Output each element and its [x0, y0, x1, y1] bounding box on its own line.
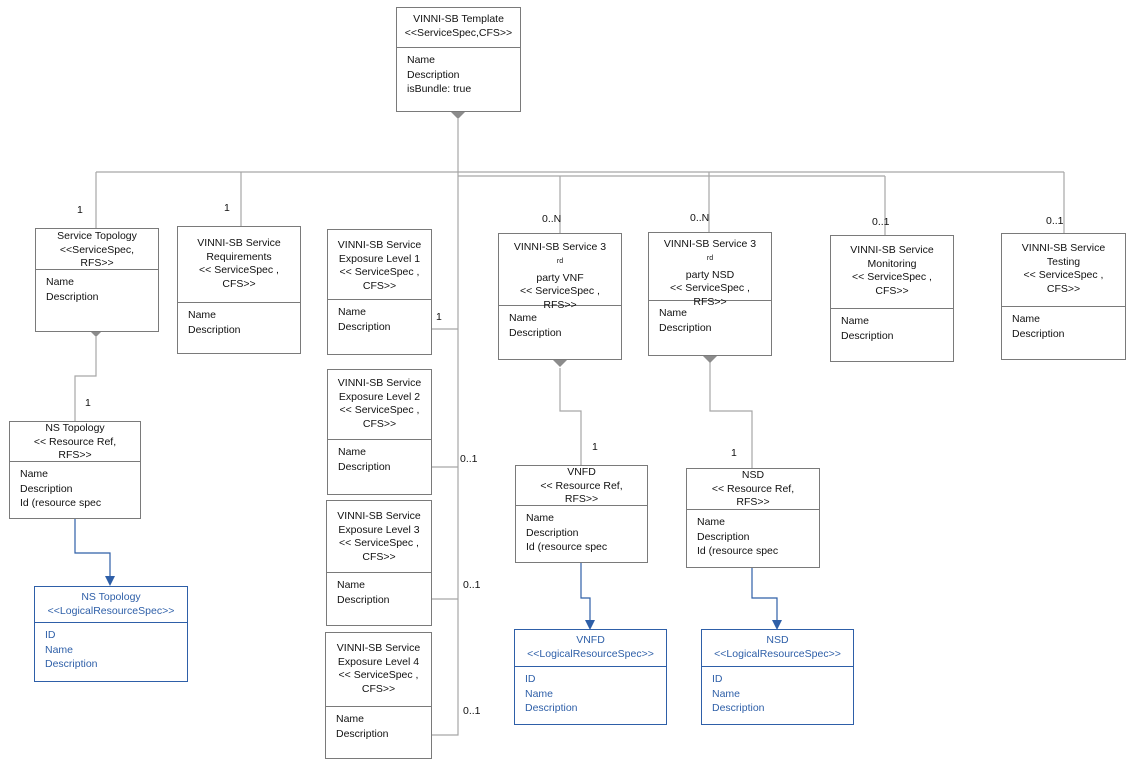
requirements-header: VINNI-SB Service Requirements << Service…: [178, 227, 300, 303]
nsd-logical-attrs: ID Name Description: [712, 673, 765, 714]
exposure-level-3-header: VINNI-SB Service Exposure Level 3 << Ser…: [327, 501, 431, 573]
monitoring-header: VINNI-SB Service Monitoring << ServiceSp…: [831, 236, 953, 309]
realization-ns-topology: [74, 519, 111, 580]
exposure-level-4-header: VINNI-SB Service Exposure Level 4 << Ser…: [326, 633, 431, 707]
link-ns-topology: [74, 337, 97, 421]
nsd-box[interactable]: NSD << Resource Ref, RFS>> Name Descript…: [686, 468, 820, 568]
arrow-head-ns-topology: [105, 576, 115, 586]
nsd-logical-header: NSD <<LogicalResourceSpec>>: [702, 630, 853, 667]
exposure-level-4-box[interactable]: VINNI-SB Service Exposure Level 4 << Ser…: [325, 632, 432, 759]
template-attrs: Name Description isBundle: true: [407, 54, 472, 95]
multiplicity-exposure2: 0..1: [460, 453, 478, 465]
template-header: VINNI-SB Template <<ServiceSpec,CFS>>: [397, 8, 520, 48]
ns-topology-logical-attrs: ID Name Description: [45, 629, 98, 670]
exposure-level-1-attrs: Name Description: [338, 306, 391, 333]
link-nsd: [709, 362, 753, 468]
template-box[interactable]: VINNI-SB Template <<ServiceSpec,CFS>> Na…: [396, 7, 521, 112]
testing-box[interactable]: VINNI-SB Service Testing << ServiceSpec …: [1001, 233, 1126, 360]
arrow-head-vnfd: [585, 620, 595, 630]
nsd-attrs: Name Description Id (resource spec: [697, 516, 779, 557]
multiplicity-monitoring: 0..1: [872, 216, 890, 228]
multiplicity-nsd: 1: [731, 447, 737, 459]
multiplicity-vnfd: 1: [592, 441, 598, 453]
realization-vnfd: [580, 563, 591, 624]
multiplicity-ns-topology: 1: [85, 397, 91, 409]
multiplicity-exposure3: 0..1: [463, 579, 481, 591]
ns-topology-logical-box[interactable]: NS Topology <<LogicalResourceSpec>> ID N…: [34, 586, 188, 682]
nsd-logical-box[interactable]: NSD <<LogicalResourceSpec>> ID Name Desc…: [701, 629, 854, 725]
ns-topology-header: NS Topology << Resource Ref, RFS>>: [10, 422, 140, 462]
service-topology-box[interactable]: Service Topology <<ServiceSpec, RFS>> Na…: [35, 228, 159, 332]
ns-topology-logical-header: NS Topology <<LogicalResourceSpec>>: [35, 587, 187, 623]
exposure-level-2-header: VINNI-SB Service Exposure Level 2 << Ser…: [328, 370, 431, 440]
arrow-head-nsd: [772, 620, 782, 630]
exposure-level-2-box[interactable]: VINNI-SB Service Exposure Level 2 << Ser…: [327, 369, 432, 495]
exposure-level-3-box[interactable]: VINNI-SB Service Exposure Level 3 << Ser…: [326, 500, 432, 626]
multiplicity-nsd-svc: 0..N: [690, 212, 710, 224]
multiplicity-exposure1: 1: [436, 311, 442, 323]
vnfd-logical-header: VNFD <<LogicalResourceSpec>>: [515, 630, 666, 667]
vnfd-attrs: Name Description Id (resource spec: [526, 512, 608, 553]
vnfd-header: VNFD << Resource Ref, RFS>>: [516, 466, 647, 506]
exposure-level-1-header: VINNI-SB Service Exposure Level 1 << Ser…: [328, 230, 431, 300]
monitoring-attrs: Name Description: [841, 315, 894, 342]
multiplicity-requirements: 1: [224, 202, 230, 214]
vnfd-logical-box[interactable]: VNFD <<LogicalResourceSpec>> ID Name Des…: [514, 629, 667, 725]
requirements-box[interactable]: VINNI-SB Service Requirements << Service…: [177, 226, 301, 354]
trunk-line: [432, 119, 459, 736]
vnfd-logical-attrs: ID Name Description: [525, 673, 578, 714]
service-topology-attrs: Name Description: [46, 276, 99, 303]
exposure-level-2-attrs: Name Description: [338, 446, 391, 473]
multiplicity-vnf: 0..N: [542, 213, 562, 225]
exposure-level-4-attrs: Name Description: [336, 713, 389, 740]
ns-topology-attrs: Name Description Id (resource spec: [20, 468, 102, 509]
service-topology-header: Service Topology <<ServiceSpec, RFS>>: [36, 229, 158, 270]
nsd-header: NSD << Resource Ref, RFS>>: [687, 469, 819, 510]
multiplicity-exposure4: 0..1: [463, 705, 481, 717]
testing-header: VINNI-SB Service Testing << ServiceSpec …: [1002, 234, 1125, 307]
link-vnfd: [559, 368, 582, 465]
multiplicity-topology: 1: [77, 204, 83, 216]
requirements-attrs: Name Description: [188, 309, 241, 336]
exposure-level-1-box[interactable]: VINNI-SB Service Exposure Level 1 << Ser…: [327, 229, 432, 355]
vnfd-box[interactable]: VNFD << Resource Ref, RFS>> Name Descrip…: [515, 465, 648, 563]
testing-attrs: Name Description: [1012, 313, 1065, 340]
exposure-level-3-attrs: Name Description: [337, 579, 390, 606]
monitoring-box[interactable]: VINNI-SB Service Monitoring << ServiceSp…: [830, 235, 954, 362]
multiplicity-testing: 0..1: [1046, 215, 1064, 227]
third-party-nsd-attrs: Name Description: [659, 307, 712, 334]
realization-nsd: [751, 568, 778, 624]
third-party-vnf-attrs: Name Description: [509, 312, 562, 339]
ns-topology-box[interactable]: NS Topology << Resource Ref, RFS>> Name …: [9, 421, 141, 519]
